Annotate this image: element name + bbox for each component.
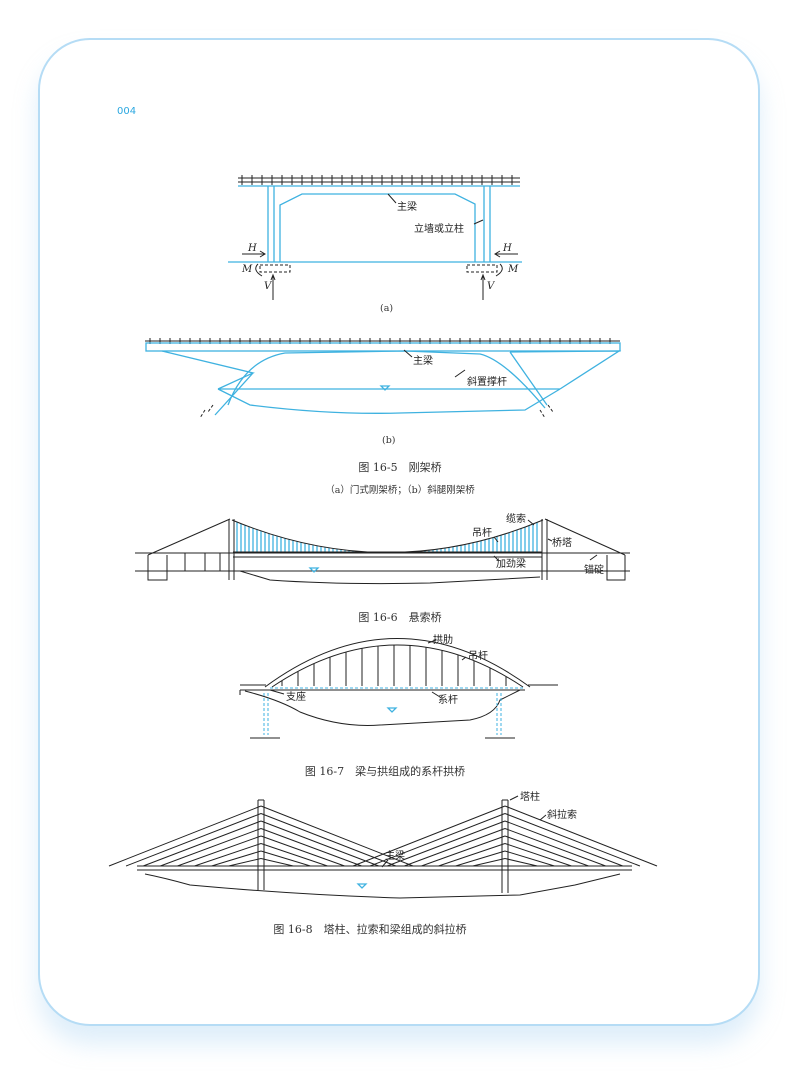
deck-rails <box>238 175 520 185</box>
sublabel-b: (b) <box>382 435 396 446</box>
stay-cable <box>504 850 555 867</box>
label-main-beam: 主梁 <box>413 354 433 367</box>
stay-cable <box>352 805 506 867</box>
stay-cable <box>160 828 262 867</box>
stay-cable <box>211 850 262 867</box>
stay-cable <box>260 813 397 867</box>
stay-cable <box>504 820 623 867</box>
caption-16-8: 图 16-8 塔柱、拉索和梁组成的斜拉桥 <box>273 922 466 936</box>
label-hanger: 吊杆 <box>468 650 488 662</box>
label-bearing: 支座 <box>286 690 306 703</box>
label-slant-strut: 斜置撑杆 <box>467 375 507 388</box>
stay-cable <box>260 858 294 867</box>
moment-m-left: M <box>241 264 253 275</box>
stay-cable <box>387 820 506 867</box>
label-tie: 系杆 <box>438 694 458 706</box>
figure-16-7-tied-arch-bridge: 拱肋 吊杆 支座 系杆 图 16-7 梁与拱组成的系杆拱桥 <box>239 633 558 778</box>
stay-cable <box>260 843 328 867</box>
stay-cable <box>177 835 262 867</box>
stay-cable <box>260 850 311 867</box>
label-stiffening-girder: 加劲梁 <box>496 557 526 570</box>
label-tower: 桥塔 <box>552 536 572 549</box>
label-anchorage: 锚碇 <box>584 563 604 576</box>
stay-cable <box>260 820 379 867</box>
force-h-right: H <box>502 243 512 254</box>
figure-16-5b-slant-leg-frame-bridge: 主梁 斜置撑杆 (b) 图 16-5 刚架桥 （a）门式刚架桥；（b）斜腿刚架桥 <box>145 338 622 496</box>
stay-cable <box>108 805 262 867</box>
stay-cable <box>455 850 506 867</box>
stay-cable <box>504 858 538 867</box>
hangers <box>281 645 507 686</box>
caption-16-5: 图 16-5 刚架桥 <box>358 461 441 474</box>
stay-cable <box>260 835 345 867</box>
stay-cable <box>472 858 506 867</box>
label-hanger: 吊杆 <box>472 527 492 539</box>
label-wall-or-column: 立墙或立柱 <box>414 222 464 235</box>
stay-cable <box>125 813 262 867</box>
stay-cable <box>228 858 262 867</box>
caption-16-7: 图 16-7 梁与拱组成的系杆拱桥 <box>305 764 465 778</box>
stay-cable <box>504 805 658 867</box>
figure-16-5a-portal-frame-bridge: H H M M V V 主梁 立墙或立柱 (a) <box>228 175 522 314</box>
page-number: 004 <box>117 106 137 117</box>
caption-16-6: 图 16-6 悬索桥 <box>358 610 441 624</box>
stay-cable <box>194 843 262 867</box>
stay-cable <box>504 813 641 867</box>
stay-cable <box>143 820 262 867</box>
stay-cable <box>504 828 606 867</box>
force-h-left: H <box>247 243 257 254</box>
stay-cable <box>421 835 506 867</box>
sublabel-a: (a) <box>380 303 393 314</box>
stay-cable <box>504 843 572 867</box>
subcaption-16-5: （a）门式刚架桥；（b）斜腿刚架桥 <box>325 484 475 496</box>
figure-16-8-cable-stayed-bridge: 塔柱 斜拉索 主梁 图 16-8 塔柱、拉索和梁组成的斜拉桥 <box>108 790 658 936</box>
force-v-left: V <box>264 281 273 292</box>
stay-cable <box>260 828 362 867</box>
moment-m-right: M <box>507 264 519 275</box>
stay-cable <box>404 828 506 867</box>
label-pylon: 塔柱 <box>520 790 540 803</box>
stay-cables <box>108 805 658 867</box>
label-main-beam: 主梁 <box>397 200 417 213</box>
label-stay-cable: 斜拉索 <box>547 808 577 821</box>
stay-cable <box>260 805 414 867</box>
stay-cable <box>369 813 506 867</box>
force-v-right: V <box>487 281 496 292</box>
stay-cable <box>438 843 506 867</box>
figure-16-6-suspension-bridge: 缆索 吊杆 桥塔 加劲梁 锚碇 图 16-6 悬索桥 <box>135 512 630 624</box>
label-main-beam: 主梁 <box>385 849 405 862</box>
label-cable: 缆索 <box>506 512 526 525</box>
label-arch-rib: 拱肋 <box>433 633 453 646</box>
stay-cable <box>504 835 589 867</box>
